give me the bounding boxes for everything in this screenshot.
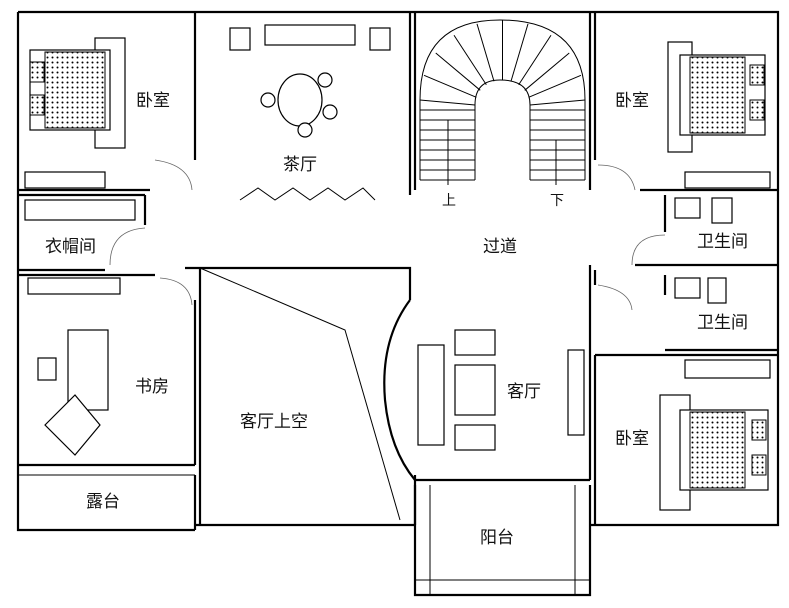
- room-label-bathroom-2: 卫生间: [697, 313, 748, 333]
- interior-walls: [18, 12, 778, 525]
- stair-up-label: 上: [442, 193, 456, 209]
- stair-tread: [529, 99, 586, 106]
- doors: [109, 159, 666, 311]
- wardrobes: [24, 171, 771, 379]
- sofa-set: [417, 329, 585, 451]
- bed-se: [659, 394, 769, 511]
- stair-tread: [510, 23, 529, 82]
- bathroom-fixtures: [674, 197, 733, 304]
- stair-tread: [476, 23, 495, 82]
- stair-tread: [419, 99, 476, 106]
- stair-tread: [528, 74, 582, 98]
- living-void-lines: [199, 267, 416, 521]
- room-label-living-room: 客厅: [507, 382, 541, 402]
- room-label-terrace: 露台: [86, 492, 120, 512]
- room-label-cloakroom: 衣帽间: [45, 237, 96, 257]
- stair-tread: [524, 52, 570, 91]
- study-desk: [37, 329, 109, 456]
- outer-walls: [16, 10, 780, 597]
- stair-down-label: 下: [550, 193, 564, 209]
- stair-tread: [435, 52, 481, 91]
- bed-nw: [29, 37, 126, 149]
- room-label-bedroom-ne: 卧室: [615, 91, 649, 111]
- staircase[interactable]: [419, 19, 586, 185]
- room-label-bedroom-se: 卧室: [615, 429, 649, 449]
- stair-tread: [453, 35, 487, 86]
- tea-table: [229, 24, 391, 201]
- room-label-living-void: 客厅上空: [240, 412, 308, 432]
- stair-tread: [423, 74, 477, 98]
- room-label-study: 书房: [135, 377, 169, 397]
- room-label-bathroom-1: 卫生间: [697, 232, 748, 252]
- bed-ne: [667, 41, 766, 153]
- room-label-balcony: 阳台: [480, 528, 514, 548]
- stair-tread: [518, 35, 552, 86]
- room-label-tea-hall: 茶厅: [283, 155, 317, 175]
- room-label-bedroom-nw: 卧室: [136, 91, 170, 111]
- room-label-corridor: 过道: [483, 237, 517, 257]
